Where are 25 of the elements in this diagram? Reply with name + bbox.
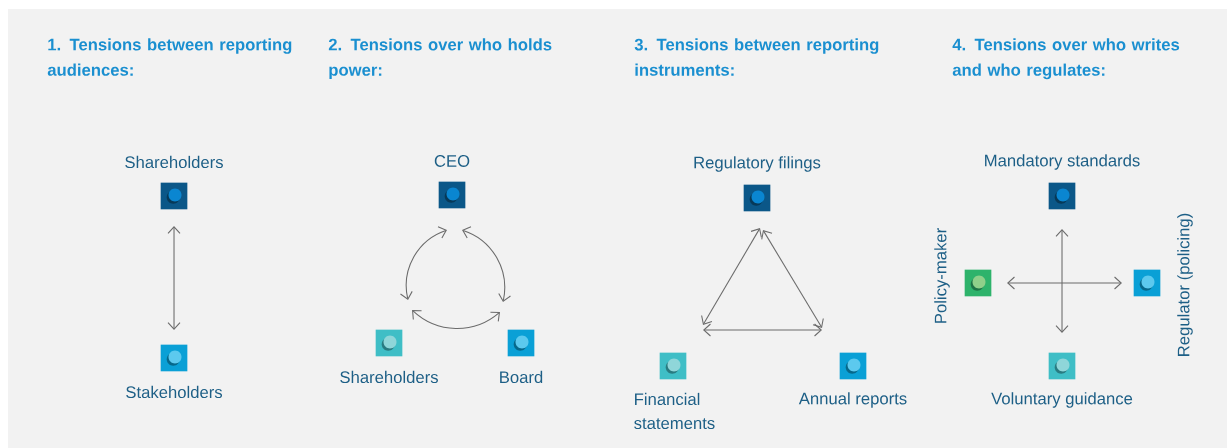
node-label: Mandatory standards: [985, 154, 1140, 170]
node-label: Financial statements: [634, 392, 715, 430]
arrow: [1055, 229, 1069, 333]
node-label: Shareholders: [340, 370, 438, 384]
node-label: CEO: [434, 155, 470, 167]
node-label: Voluntary guidance: [991, 392, 1133, 408]
arrow: [1007, 276, 1122, 290]
node-label: Regulatory filings: [694, 156, 821, 172]
arrow: [399, 226, 447, 300]
node-label: Policy-maker: [934, 228, 950, 323]
arrow: [701, 228, 762, 325]
node-label: Board: [500, 370, 543, 384]
heading: 3. Tensions between reporting instruments:: [634, 38, 879, 76]
heading: 2. Tensions over who holds power:: [328, 38, 552, 80]
node-label: Annual reports: [798, 392, 907, 408]
node-label: Shareholders: [125, 155, 223, 169]
arrow: [167, 226, 181, 330]
node-label: Regulator (policing): [1177, 213, 1193, 356]
arrow: [462, 226, 511, 302]
heading: 1. Tensions between reporting audiences:: [47, 38, 292, 76]
arrow: [703, 323, 822, 337]
heading: 4. Tensions over who writes and who regulates:: [952, 38, 1180, 80]
arrow: [412, 310, 500, 330]
arrow: [761, 230, 824, 328]
node-label: Stakeholders: [126, 385, 223, 399]
